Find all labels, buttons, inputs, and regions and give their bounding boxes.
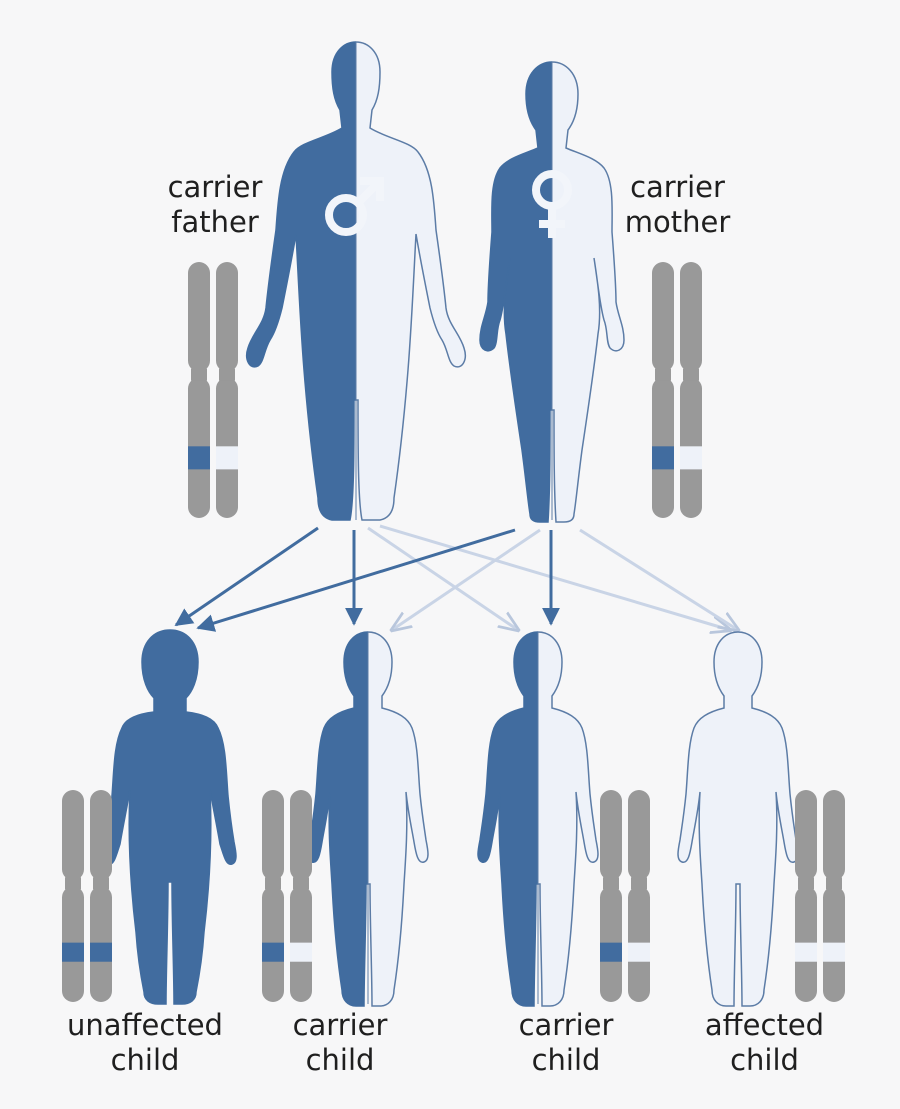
arrow-father-to-affected xyxy=(379,524,730,630)
chromosome-pairs xyxy=(62,262,845,1002)
chromosome-pair-carrier-2 xyxy=(600,790,650,1002)
mother-figure xyxy=(479,61,625,523)
child-label-carrier-2: carrier child xyxy=(496,1008,636,1078)
mother-label-line2: mother xyxy=(624,205,731,239)
child-figure-unaffected xyxy=(103,629,237,1005)
mother-label-line1: carrier xyxy=(630,170,725,204)
child-label-unaffected: unaffected child xyxy=(45,1008,245,1078)
chromosome-pair-affected xyxy=(795,790,845,1002)
father-figure xyxy=(245,41,467,521)
child-figure-affected xyxy=(677,631,799,1007)
chromosome xyxy=(188,262,210,518)
recessive-allele-band xyxy=(680,446,702,470)
chromosome xyxy=(262,790,284,1002)
recessive-allele-band xyxy=(290,942,312,962)
chromosome xyxy=(216,262,238,518)
child-label-affected: affected child xyxy=(682,1008,847,1078)
chromosome xyxy=(795,790,817,1002)
chromosome-pair-mother xyxy=(652,262,702,518)
arrow-mother-to-affected xyxy=(579,528,738,630)
child-label-carrier-1-line2: child xyxy=(305,1043,375,1077)
father-label: carrier father xyxy=(150,170,280,240)
recessive-allele-band xyxy=(823,942,845,962)
male-symbol-icon xyxy=(325,177,384,236)
child-label-carrier-2-line2: child xyxy=(531,1043,601,1077)
inheritance-arrows xyxy=(174,524,738,632)
chromosome-pair-unaffected xyxy=(62,790,112,1002)
chromosome xyxy=(823,790,845,1002)
child-label-affected-line2: child xyxy=(730,1043,799,1077)
dominant-allele-band xyxy=(62,942,84,962)
dominant-arrows xyxy=(174,526,560,632)
chromosome xyxy=(62,790,84,1002)
mother-label: carrier mother xyxy=(610,170,745,240)
dominant-allele-band xyxy=(600,942,622,962)
chromosome-pair-father xyxy=(188,262,238,518)
arrow-mother-to-unaffected xyxy=(196,528,516,632)
dominant-allele-band xyxy=(652,446,674,470)
recessive-arrows xyxy=(367,524,738,630)
female-symbol-icon xyxy=(532,170,572,238)
recessive-allele-band xyxy=(795,942,817,962)
child-label-unaffected-line1: unaffected xyxy=(67,1008,223,1042)
chromosome xyxy=(652,262,674,518)
chromosome-pair-carrier-1 xyxy=(262,790,312,1002)
child-label-carrier-1: carrier child xyxy=(270,1008,410,1078)
father-label-line1: carrier xyxy=(167,170,263,204)
child-label-affected-line1: affected xyxy=(704,1008,825,1042)
chromosome xyxy=(600,790,622,1002)
child-figure-carrier-1 xyxy=(307,631,429,1007)
child-figure-carrier-2 xyxy=(477,631,599,1007)
father-label-line2: father xyxy=(171,205,259,239)
child-label-carrier-2-line1: carrier xyxy=(518,1008,614,1042)
arrow-father-to-unaffected xyxy=(174,526,319,627)
dominant-allele-band xyxy=(262,942,284,962)
dominant-allele-band xyxy=(90,942,112,962)
chromosome xyxy=(680,262,702,518)
chromosome xyxy=(628,790,650,1002)
chromosome xyxy=(290,790,312,1002)
chromosome xyxy=(90,790,112,1002)
dominant-allele-band xyxy=(188,446,210,470)
arrow-father-to-carrier-2 xyxy=(367,526,518,630)
child-label-carrier-1-line1: carrier xyxy=(292,1008,388,1042)
recessive-allele-band xyxy=(216,446,238,470)
child-label-unaffected-line2: child xyxy=(110,1043,180,1077)
recessive-allele-band xyxy=(628,942,650,962)
arrow-mother-to-carrier-1 xyxy=(392,528,541,630)
